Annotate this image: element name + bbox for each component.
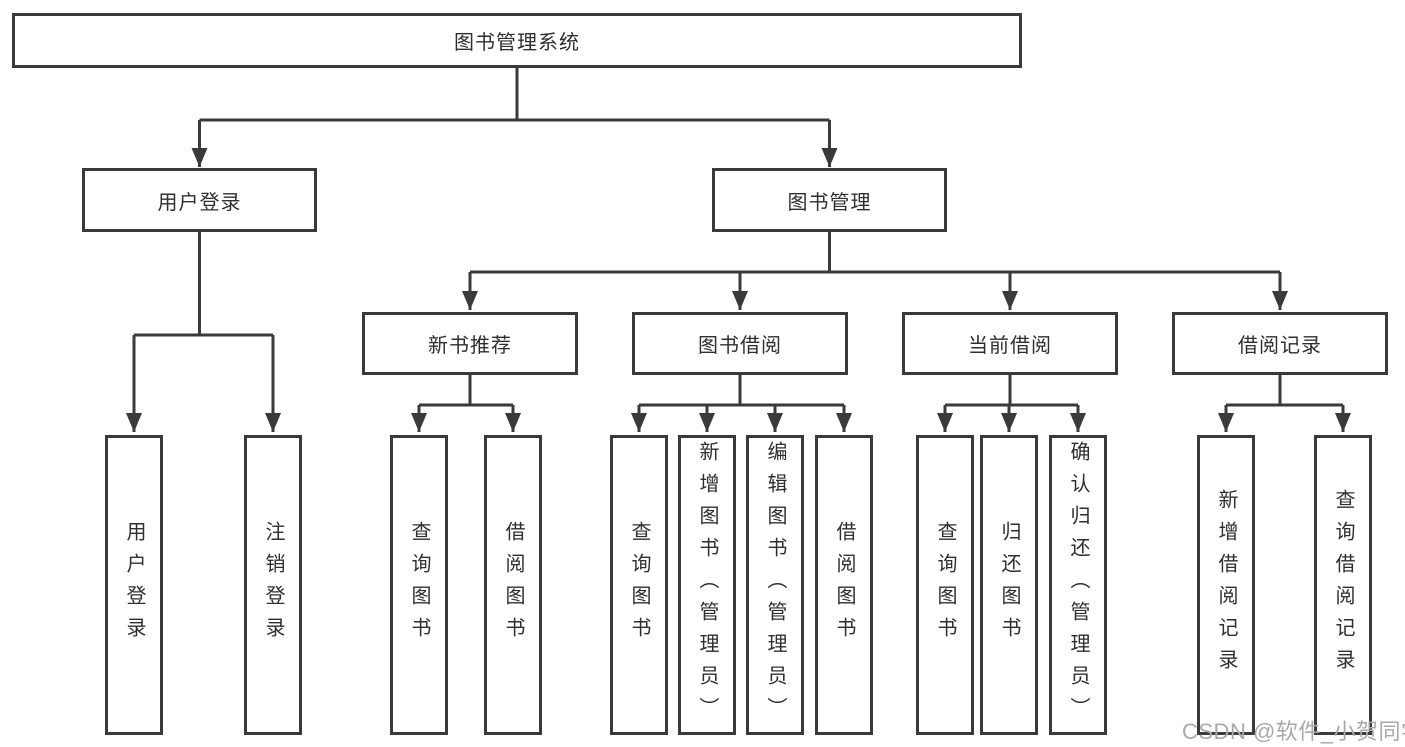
node-root: 图书管理系统 — [12, 13, 1022, 68]
leaf-label: 新增图书（管理员） — [696, 441, 718, 729]
leaf-label: 归还图书 — [998, 521, 1020, 649]
leaf-label: 借阅图书 — [833, 521, 855, 649]
node-borrow-records-label: 借阅记录 — [1238, 335, 1322, 357]
node-new-book-recommend: 新书推荐 — [362, 312, 578, 375]
leaf-borrow-query-books: 查询图书 — [610, 435, 668, 735]
leaf-current-confirm-return-admin: 确认归还（管理员） — [1049, 435, 1107, 735]
leaf-label: 查询借阅记录 — [1332, 489, 1354, 681]
leaf-current-return-books: 归还图书 — [980, 435, 1038, 735]
connector-current-borrow-children — [937, 375, 1086, 432]
node-book-management-label: 图书管理 — [787, 191, 872, 214]
leaf-recommend-borrow-books: 借阅图书 — [484, 435, 542, 735]
connector-borrow-records-children — [1218, 375, 1351, 432]
node-book-borrow-label: 图书借阅 — [698, 335, 782, 357]
connector-root-to-level2 — [191, 68, 838, 167]
connector-book-borrow-children — [631, 375, 852, 432]
node-user-login-label: 用户登录 — [157, 191, 242, 214]
node-borrow-records: 借阅记录 — [1172, 312, 1388, 375]
connector-user-login-children — [126, 232, 281, 432]
leaf-current-query-books: 查询图书 — [916, 435, 974, 735]
node-user-login: 用户登录 — [82, 168, 317, 232]
leaf-borrow-add-books-admin: 新增图书（管理员） — [678, 435, 736, 735]
connector-new-book-recommend-children — [411, 375, 521, 432]
leaf-recommend-query-books: 查询图书 — [390, 435, 448, 735]
leaf-records-add-record: 新增借阅记录 — [1197, 435, 1255, 735]
leaf-label: 用户登录 — [123, 521, 145, 649]
node-current-borrow-label: 当前借阅 — [968, 335, 1052, 357]
leaf-label: 查询图书 — [408, 521, 430, 649]
leaf-label: 借阅图书 — [502, 521, 524, 649]
leaf-records-query-record: 查询借阅记录 — [1314, 435, 1372, 735]
node-new-book-recommend-label: 新书推荐 — [428, 335, 512, 357]
leaf-user-login-logout: 注销登录 — [244, 435, 302, 735]
node-root-label: 图书管理系统 — [454, 32, 580, 54]
leaf-label: 查询图书 — [628, 521, 650, 649]
leaf-label: 查询图书 — [934, 521, 956, 649]
leaf-label: 新增借阅记录 — [1215, 489, 1237, 681]
connector-book-management-children — [462, 232, 1288, 310]
leaf-borrow-edit-books-admin: 编辑图书（管理员） — [746, 435, 804, 735]
leaf-user-login-login: 用户登录 — [105, 435, 163, 735]
leaf-label: 编辑图书（管理员） — [764, 441, 786, 729]
node-book-borrow: 图书借阅 — [632, 312, 848, 375]
node-book-management: 图书管理 — [712, 168, 947, 232]
leaf-label: 注销登录 — [262, 521, 284, 649]
node-current-borrow: 当前借阅 — [902, 312, 1118, 375]
leaf-borrow-borrow-books: 借阅图书 — [815, 435, 873, 735]
watermark: CSDN @软件_小贺同学 — [1182, 719, 1405, 744]
leaf-label: 确认归还（管理员） — [1067, 441, 1089, 729]
